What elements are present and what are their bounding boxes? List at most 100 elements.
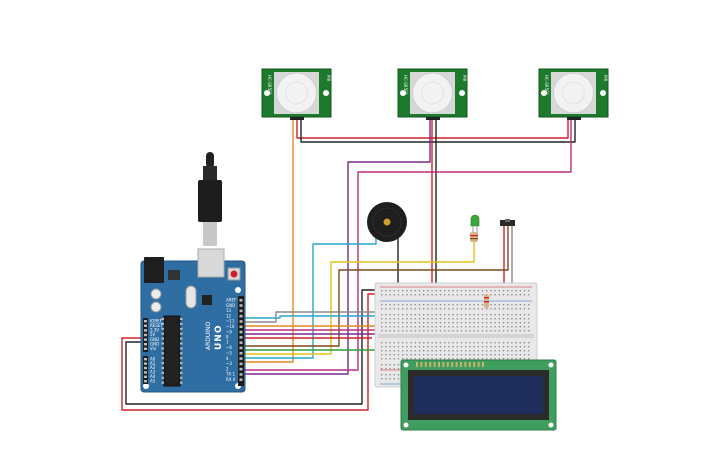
power-pin [144,333,147,337]
breadboard-hole [523,342,526,344]
breadboard-hole [502,294,505,296]
breadboard-hole [498,294,500,296]
breadboard-hole [381,354,383,356]
breadboard-hole [465,342,467,344]
breadboard-hole [523,358,526,360]
breadboard-hole [502,290,505,292]
breadboard-hole [481,294,484,296]
breadboard-hole [469,346,471,348]
breadboard-hole [389,368,391,370]
lcd-pin [442,362,445,367]
breadboard-hole [448,294,450,296]
breadboard-hole [418,308,421,310]
breadboard-hole [431,308,433,310]
breadboard-hole [402,330,404,332]
breadboard-hole [397,314,400,316]
lcd-screen [414,376,543,414]
breadboard-hole [414,346,416,348]
breadboard-hole [444,354,446,356]
chip-leg [161,327,164,330]
breadboard-hole [406,350,408,352]
chip-leg [161,342,164,345]
breadboard-hole [460,318,463,320]
breadboard-hole [431,330,433,332]
breadboard-hole [406,330,408,332]
breadboard-hole [431,322,433,324]
breadboard-hole [389,378,391,380]
breadboard-hole [439,330,442,332]
breadboard-hole [469,308,471,310]
breadboard-hole [439,314,442,316]
breadboard-hole [410,314,412,316]
breadboard-hole [439,290,442,292]
chip-leg [180,318,183,320]
breadboard-hole [423,308,425,310]
lcd-pin [420,362,423,367]
breadboard-hole [448,318,450,320]
breadboard-hole [498,322,500,324]
digital-pin-label: 4 [226,356,229,361]
pir-hole-left [400,90,406,96]
breadboard-hole [507,346,509,348]
breadboard-hole [456,346,458,348]
breadboard-hole [410,294,412,296]
breadboard-hole [406,358,408,360]
breadboard-hole [444,308,446,310]
breadboard-hole [385,308,387,310]
digital-pin-label: ~6 [226,345,232,350]
breadboard-hole [456,294,458,296]
breadboard-hole [423,342,425,344]
breadboard-hole [481,354,484,356]
breadboard-hole [481,308,484,310]
lcd-pin [464,362,467,367]
breadboard-hole [431,326,433,328]
wire-led-signal [244,240,475,355]
arduino-uno-board: UNO ARDUINO AREFGND1312~11~10~987~6~54~3… [140,248,246,393]
breadboard-hole [502,308,505,310]
breadboard-hole [528,304,530,306]
chip-leg [180,381,183,384]
breadboard-hole [452,330,454,332]
breadboard-hole [418,330,421,332]
breadboard-hole [515,290,517,292]
breadboard-hole [507,322,509,324]
breadboard-hole [519,294,521,296]
pir-header [567,117,581,120]
breadboard-hole [498,318,500,320]
breadboard-hole [397,346,400,348]
breadboard-hole [477,358,479,360]
chip-leg [180,362,183,365]
breadboard-hole [381,346,383,348]
breadboard-hole [439,358,442,360]
breadboard-hole [515,326,517,328]
digital-pin-label: ~9 [226,329,232,334]
breadboard-hole [469,358,471,360]
breadboard-hole [490,342,492,344]
breadboard-hole [465,346,467,348]
breadboard-hole [469,354,471,356]
breadboard-hole [498,308,500,310]
breadboard-hole [402,308,404,310]
power-pin [144,324,147,327]
breadboard-hole [473,326,475,328]
breadboard-hole [448,326,450,328]
breadboard-hole [418,354,421,356]
breadboard-hole [397,374,400,376]
pir-label-left: HC-SR501 [267,75,272,96]
breadboard-hole [410,326,412,328]
breadboard-hole [410,354,412,356]
breadboard-hole [481,304,484,306]
breadboard-hole [393,326,395,328]
breadboard-hole [389,354,391,356]
arduino-uno-text: UNO [214,325,224,351]
breadboard-hole [481,346,484,348]
lcd-pin [473,362,476,367]
pir-dome [412,72,453,114]
breadboard-hole [435,294,437,296]
breadboard-hole [397,290,400,292]
breadboard-hole [444,330,446,332]
breadboard-hole [490,308,492,310]
breadboard-hole [435,358,437,360]
breadboard-hole [448,308,450,310]
